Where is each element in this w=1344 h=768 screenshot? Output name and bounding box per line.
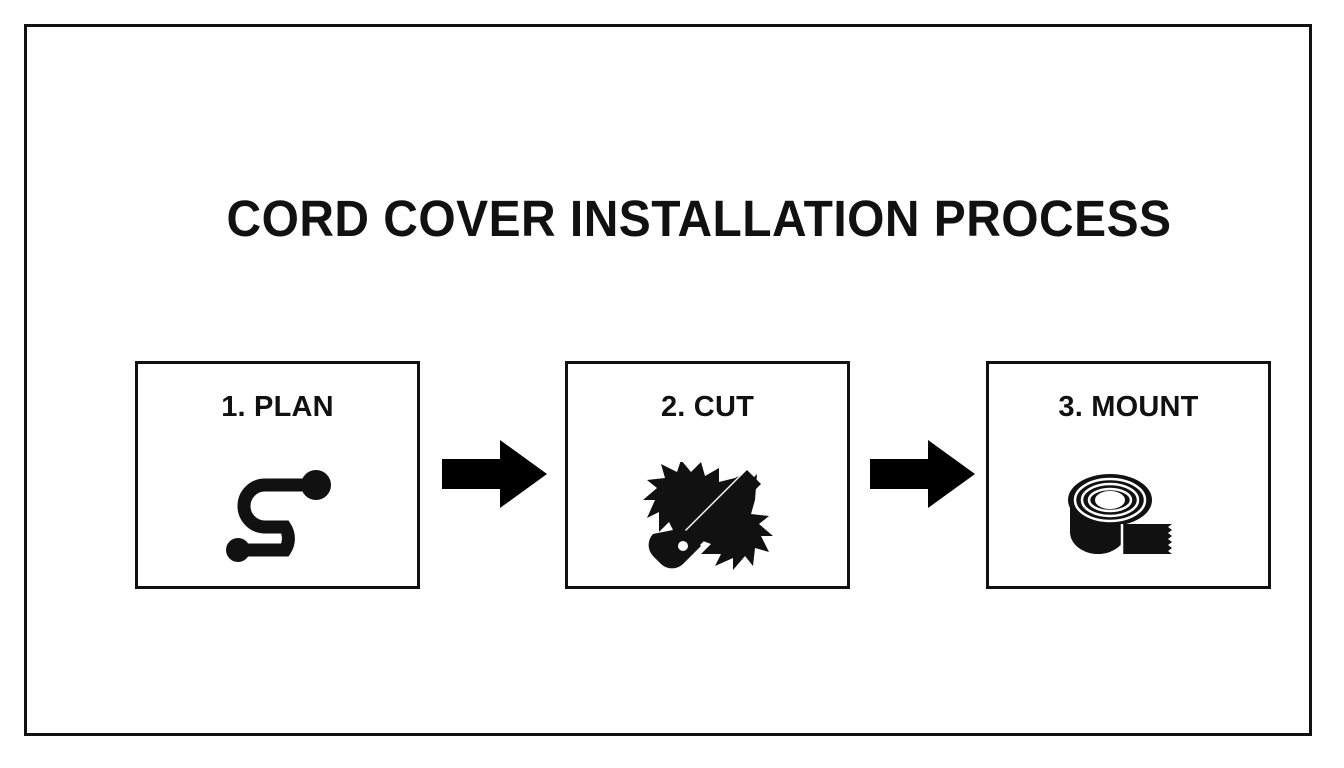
cord-route-icon xyxy=(213,462,343,572)
outer-frame: CORD COVER INSTALLATION PROCESS 1. PLAN xyxy=(24,24,1312,736)
step-label-mount: 3. MOUNT xyxy=(1058,391,1199,423)
arrow-right-icon-1 xyxy=(442,439,548,509)
arrow-right-icon-2 xyxy=(870,439,976,509)
step-box-plan[interactable]: 1. PLAN xyxy=(135,361,420,589)
step-label-cut: 2. CUT xyxy=(660,391,755,423)
page-title: CORD COVER INSTALLATION PROCESS xyxy=(226,190,1172,247)
step-box-cut[interactable]: 2. CUT xyxy=(565,361,850,589)
step-box-mount[interactable]: 3. MOUNT xyxy=(986,361,1271,589)
handsaw-icon xyxy=(642,462,773,572)
process-steps-row: 1. PLAN 2. C xyxy=(135,361,1271,589)
tape-roll-icon xyxy=(1064,462,1194,572)
step-label-plan: 1. PLAN xyxy=(221,391,334,423)
